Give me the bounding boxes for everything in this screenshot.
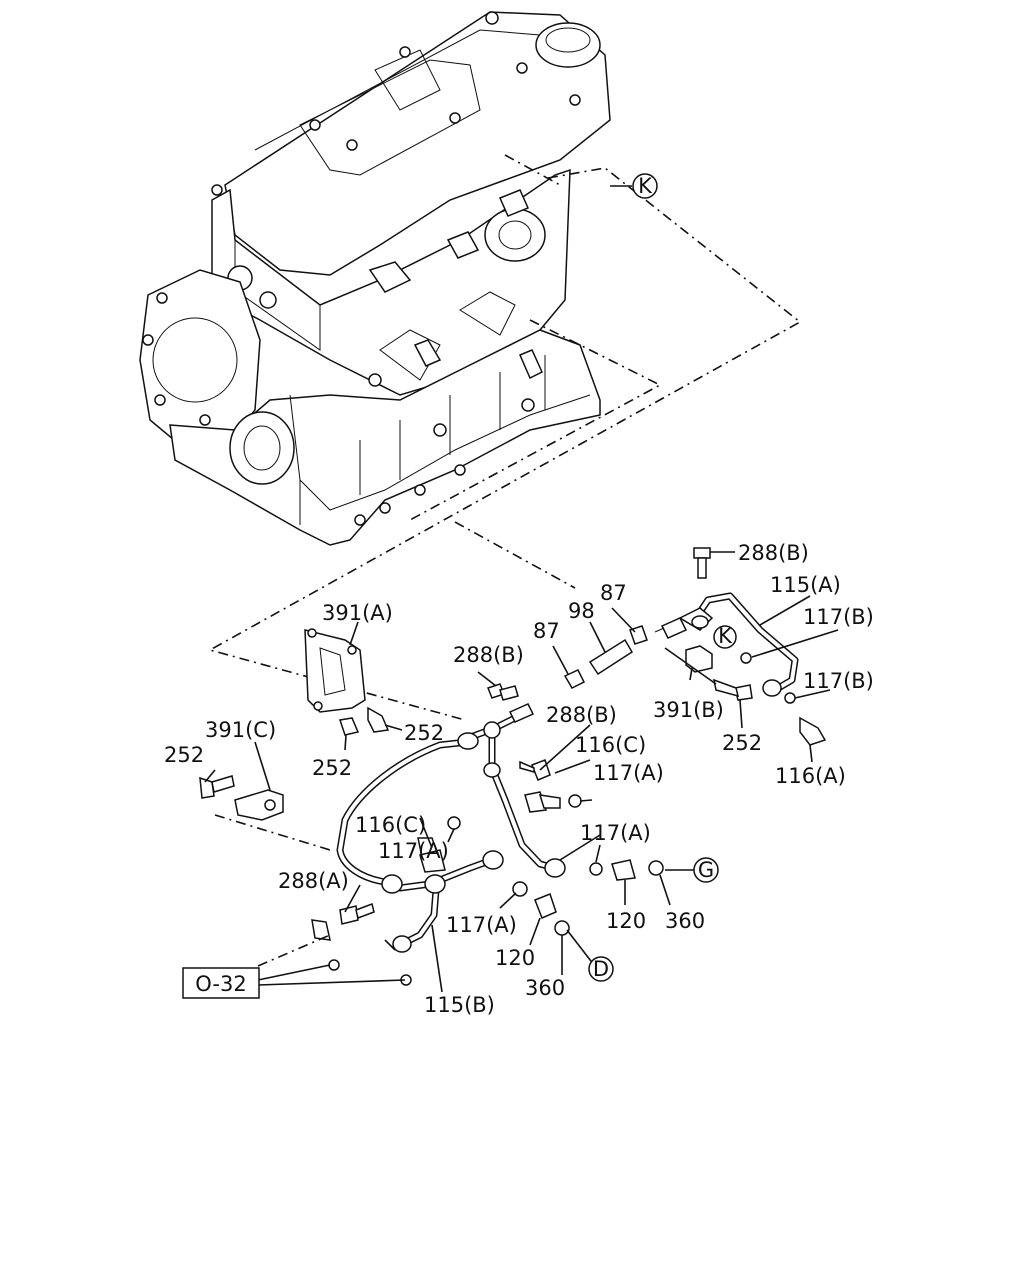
label-252-left: 252 [164, 743, 204, 767]
label-360-right: 360 [665, 909, 705, 933]
label-252-right: 252 [722, 731, 762, 755]
bolts [199, 547, 827, 941]
label-391a: 391(A) [322, 601, 393, 625]
label-98: 98 [568, 599, 595, 623]
callout-k-top-text: K [638, 174, 653, 198]
reference-box-text: O-32 [195, 972, 246, 996]
label-360-low: 360 [525, 976, 565, 1000]
callout-k-top: K [632, 173, 658, 199]
label-116c-right: 116(C) [575, 733, 646, 757]
leader-lines [204, 551, 839, 993]
label-115a: 115(A) [770, 573, 841, 597]
k-reference-frame [207, 154, 802, 721]
callout-k-mid-text: K [718, 624, 733, 648]
label-116a: 116(A) [775, 764, 846, 788]
callout-k-mid: K [713, 624, 737, 649]
label-117a-low: 117(A) [446, 913, 517, 937]
label-117a-right2: 117(A) [580, 821, 651, 845]
reference-box-o32[interactable]: O-32 [182, 967, 260, 999]
oil-pipe-assembly [199, 547, 827, 986]
label-115b: 115(B) [424, 993, 495, 1017]
label-288b-mid: 288(B) [453, 643, 524, 667]
label-87-right: 87 [600, 581, 627, 605]
label-288a: 288(A) [278, 869, 349, 893]
label-116c-left: 116(C) [355, 813, 426, 837]
callout-g: G [693, 857, 719, 883]
part-labels: 288(B) 115(A) 117(B) 117(B) 87 98 87 391… [164, 541, 874, 1017]
label-252-mid1: 252 [404, 721, 444, 745]
callout-d-text: D [593, 957, 609, 981]
callout-g-text: G [698, 858, 714, 882]
label-391c: 391(C) [205, 718, 276, 742]
label-117b-2: 117(B) [803, 669, 874, 693]
label-252-mid2: 252 [312, 756, 352, 780]
label-117a-right1: 117(A) [593, 761, 664, 785]
callout-d: D [588, 956, 614, 982]
label-120-low: 120 [495, 946, 535, 970]
label-288b-top: 288(B) [738, 541, 809, 565]
label-288b-low: 288(B) [546, 703, 617, 727]
label-391b: 391(B) [653, 698, 724, 722]
engine-block-illustration [139, 11, 611, 589]
label-87-left: 87 [533, 619, 560, 643]
label-117b-1: 117(B) [803, 605, 874, 629]
label-120-right: 120 [606, 909, 646, 933]
label-117a-left: 117(A) [378, 839, 449, 863]
washers [328, 652, 796, 986]
